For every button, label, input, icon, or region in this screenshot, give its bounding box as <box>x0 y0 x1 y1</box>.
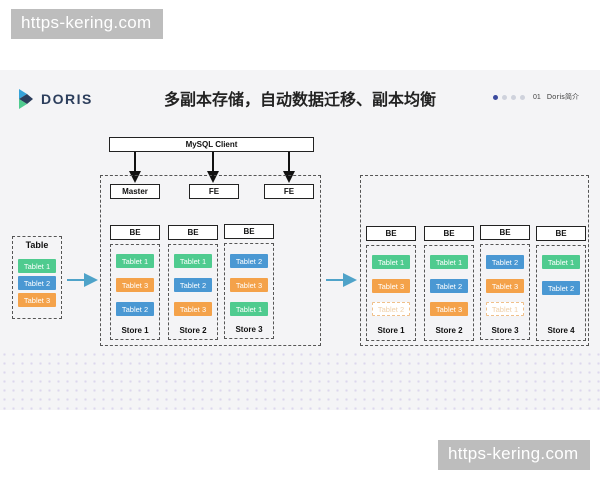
store-tablet: Tablet 1 <box>116 254 154 268</box>
store-tablet: Tablet 1 <box>430 255 468 269</box>
store-tablet: Tablet 2 <box>230 254 268 268</box>
fe-box: FE <box>264 184 314 199</box>
be-box: BE <box>424 226 474 241</box>
pager-dot[interactable] <box>511 94 516 100</box>
store-label: Store 4 <box>547 326 575 335</box>
store-tablet: Tablet 3 <box>174 302 212 316</box>
left-cluster-frame <box>100 175 321 346</box>
table-tablet: Tablet 1 <box>18 259 56 273</box>
be-box: BE <box>536 226 586 241</box>
store-tablet: Tablet 2 <box>486 255 524 269</box>
table-tablet: Tablet 2 <box>18 276 56 290</box>
store-frame <box>110 244 160 340</box>
slide-title: 多副本存储，自动数据迁移、副本均衡 <box>163 90 436 109</box>
store-tablet: Tablet 3 <box>116 278 154 292</box>
section-name: Doris简介 <box>546 93 579 101</box>
store-tablet: Tablet 2 <box>542 281 580 295</box>
master-box: Master <box>110 184 160 199</box>
store-tablet: Tablet 2 <box>174 278 212 292</box>
be-box: BE <box>366 226 416 241</box>
fe-box: FE <box>189 184 239 199</box>
watermark-top: https-kering.com <box>11 9 163 39</box>
store-frame <box>168 244 218 340</box>
logo-text: DORIS <box>41 91 93 107</box>
pager-dot[interactable] <box>520 94 525 100</box>
store-label: Store 3 <box>235 325 263 334</box>
diagram-connectors <box>67 152 357 287</box>
doris-logo-icon <box>19 89 33 109</box>
store-tablet: Tablet 2 <box>116 302 154 316</box>
slide-pager: 01 Doris简介 <box>493 92 579 102</box>
slide: DORIS 多副本存储，自动数据迁移、副本均衡 01 Doris简介 MySQL… <box>0 70 600 410</box>
store-tablet: Tablet 1 <box>372 255 410 269</box>
store-frame <box>366 245 416 341</box>
store-tablet-migrated: Tablet 2 <box>372 302 410 316</box>
doris-logo: DORIS <box>17 89 93 109</box>
store-label: Store 1 <box>377 326 405 335</box>
store-tablet: Tablet 3 <box>230 278 268 292</box>
be-box: BE <box>110 225 160 240</box>
store-label: Store 2 <box>179 326 207 335</box>
store-frame <box>536 245 586 341</box>
table-label: Table <box>25 240 49 250</box>
watermark-bottom: https-kering.com <box>438 440 590 470</box>
table-tablet: Tablet 3 <box>18 293 56 307</box>
mysql-client-box: MySQL Client <box>109 137 314 152</box>
pager-dot-active[interactable] <box>493 94 498 100</box>
store-frame <box>224 243 274 339</box>
store-tablet: Tablet 2 <box>430 279 468 293</box>
right-cluster-frame <box>360 175 589 346</box>
store-tablet: Tablet 1 <box>174 254 212 268</box>
store-tablet: Tablet 3 <box>430 302 468 316</box>
be-box: BE <box>480 225 530 240</box>
dot-pattern-background <box>0 350 600 410</box>
store-tablet: Tablet 3 <box>372 279 410 293</box>
store-tablet: Tablet 3 <box>486 279 524 293</box>
page-number: 01 <box>533 93 541 101</box>
store-label: Store 2 <box>435 326 463 335</box>
store-label: Store 1 <box>121 326 149 335</box>
store-label: Store 3 <box>491 326 519 335</box>
be-box: BE <box>224 224 274 239</box>
table-frame <box>12 236 62 319</box>
store-frame <box>424 245 474 341</box>
store-tablet-migrated: Tablet 1 <box>486 302 524 316</box>
be-box: BE <box>168 225 218 240</box>
store-tablet: Tablet 1 <box>230 302 268 316</box>
pager-dot[interactable] <box>502 94 507 100</box>
store-tablet: Tablet 1 <box>542 255 580 269</box>
store-frame <box>480 244 530 340</box>
